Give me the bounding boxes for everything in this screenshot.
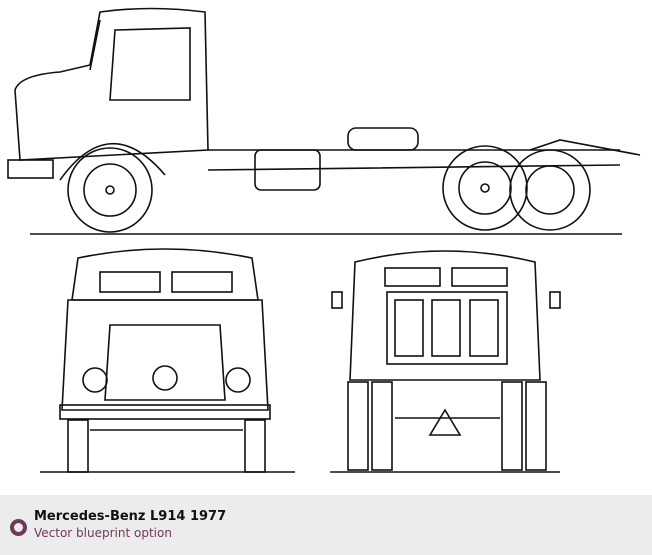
rear-view[interactable] [330,250,561,473]
side-view[interactable] [7,7,641,235]
caption-title: Mercedes-Benz L914 1977 [34,509,227,524]
caption-subtitle: Vector blueprint option [34,526,172,540]
radio-option-icon[interactable] [10,519,27,536]
truck-blueprint [7,7,641,473]
front-view[interactable] [40,248,295,473]
caption-bar [0,495,652,555]
